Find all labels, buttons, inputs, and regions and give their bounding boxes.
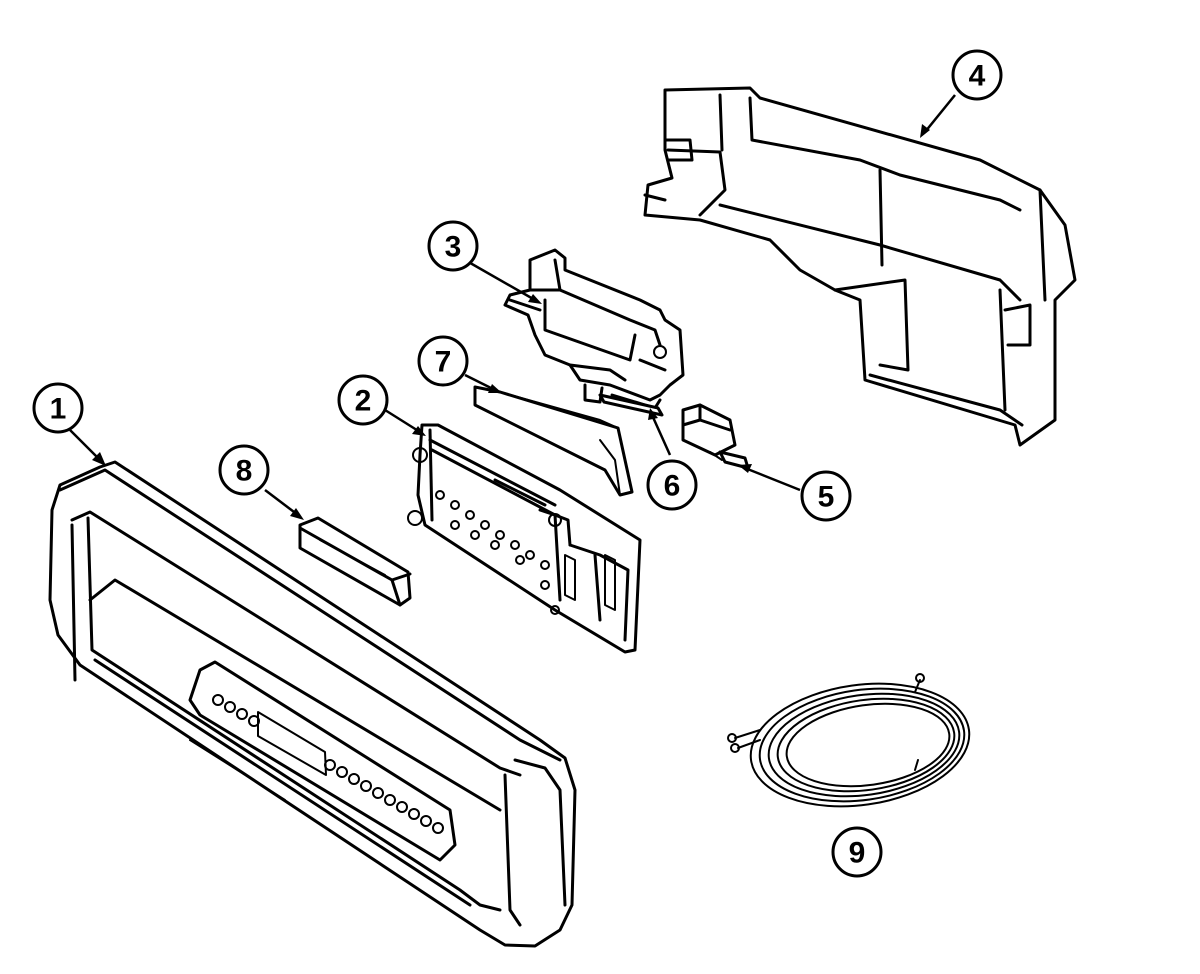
part-7-insulator xyxy=(473,385,634,497)
leader-7 xyxy=(464,373,496,392)
panel-buttons xyxy=(212,694,444,834)
arrow-7 xyxy=(488,384,502,393)
part-2-control-board xyxy=(407,423,642,654)
part-9-wire-harness xyxy=(727,673,971,808)
callout-label-6: 6 xyxy=(664,470,681,503)
callout-label-8: 8 xyxy=(236,455,253,488)
leader-3 xyxy=(464,258,536,302)
part-4-console-housing xyxy=(643,86,1077,447)
leader-8 xyxy=(264,489,299,516)
leader-1 xyxy=(69,429,101,461)
callout-5: 5 xyxy=(800,470,852,522)
arrow-4 xyxy=(920,124,930,138)
callout-label-7: 7 xyxy=(435,346,452,379)
callout-2: 2 xyxy=(337,374,389,426)
leader-6 xyxy=(650,414,672,456)
callout-8: 8 xyxy=(218,444,270,496)
leader-lines xyxy=(69,94,956,520)
callout-label-2: 2 xyxy=(355,385,372,418)
callout-1: 1 xyxy=(32,382,84,434)
callout-3: 3 xyxy=(427,220,479,272)
callout-6: 6 xyxy=(646,459,698,511)
callout-label-4: 4 xyxy=(969,60,986,93)
arrow-3 xyxy=(528,294,542,304)
arrow-1 xyxy=(92,452,106,466)
part-5-micro-switch xyxy=(681,403,750,470)
leader-5 xyxy=(744,466,801,492)
leader-2 xyxy=(384,408,421,434)
part-8-connector xyxy=(298,516,412,607)
board-buttons xyxy=(435,490,560,615)
callout-4: 4 xyxy=(951,49,1003,101)
callout-label-1: 1 xyxy=(50,393,67,426)
arrow-8 xyxy=(290,508,304,520)
part-3-latch-assembly xyxy=(503,248,685,410)
callout-label-9: 9 xyxy=(849,837,866,870)
part-6-latch-strip xyxy=(598,393,664,417)
leader-4 xyxy=(924,94,956,133)
part-1-control-panel xyxy=(48,460,577,948)
arrow-6 xyxy=(648,408,658,420)
callout-label-3: 3 xyxy=(445,231,462,264)
callout-9: 9 xyxy=(831,826,883,878)
arrow-5 xyxy=(738,464,752,473)
callout-label-5: 5 xyxy=(818,481,835,514)
callout-7: 7 xyxy=(417,335,469,387)
arrow-2 xyxy=(412,426,426,436)
